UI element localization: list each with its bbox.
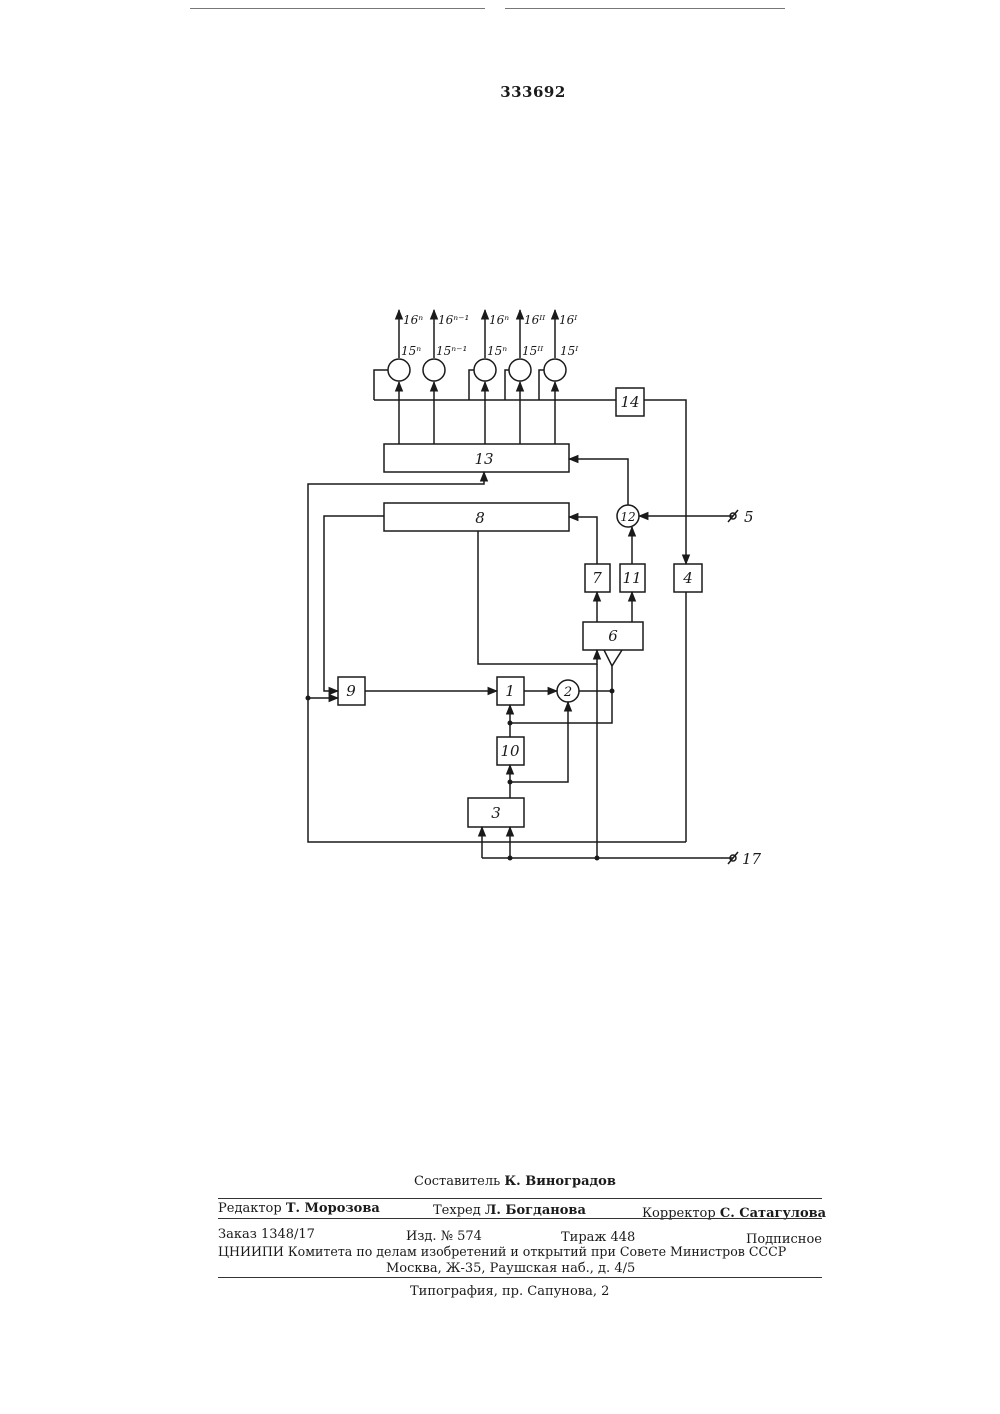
block-label-6: 6 <box>608 627 618 645</box>
output-label-2: 16ⁿ⁻¹ <box>438 313 469 327</box>
editor-role: Редактор <box>218 1201 282 1216</box>
output-label-1: 16ⁿ <box>403 313 423 327</box>
wire-2-6-b <box>604 650 612 666</box>
element-label-4: 15ᴵᴵ <box>522 344 544 358</box>
techred-line: Техред Л. Богданова <box>433 1203 586 1218</box>
block-label-10: 10 <box>500 742 520 760</box>
wire-12-13 <box>569 459 628 505</box>
output-label-4: 16ᴵᴵ <box>524 313 546 327</box>
terminal-label-17: 17 <box>742 850 762 868</box>
element-label-5: 15ᴵ <box>560 344 579 358</box>
element-15-i <box>544 359 566 381</box>
techred-name: Л. Богданова <box>485 1203 586 1218</box>
wire-7-8 <box>569 517 597 564</box>
compiler-role: Составитель <box>414 1174 500 1189</box>
institute: ЦНИИПИ Комитета по делам изобретений и о… <box>218 1244 786 1259</box>
element-label-3: 15ⁿ <box>487 344 507 358</box>
block-label-7: 7 <box>592 569 602 587</box>
element-15-n <box>388 359 410 381</box>
edition: Изд. № 574 <box>406 1229 482 1244</box>
compiler-name: К. Виноградов <box>504 1174 616 1189</box>
block-label-1: 1 <box>505 682 515 700</box>
block-diagram: 14 13 8 12 7 11 4 6 9 1 2 10 3 16ⁿ 16ⁿ⁻¹… <box>0 0 1000 1000</box>
techred-role: Техред <box>433 1203 481 1218</box>
block-label-9: 9 <box>346 682 356 700</box>
element-15-ii <box>509 359 531 381</box>
imprint-rule-1 <box>218 1198 822 1199</box>
address: Москва, Ж-35, Раушская наб., д. 4/5 <box>386 1261 635 1276</box>
output-label-5: 16ᴵ <box>559 313 578 327</box>
block-label-4: 4 <box>682 569 693 587</box>
bus-14-tap-2 <box>469 370 474 400</box>
block-label-2: 2 <box>563 685 572 700</box>
block-label-3: 3 <box>491 804 501 822</box>
output-label-3: 16ⁿ <box>489 313 509 327</box>
element-label-2: 15ⁿ⁻¹ <box>436 344 467 358</box>
wire-8-9 <box>324 516 384 691</box>
bus-14-tap-3 <box>505 370 509 400</box>
element-15-n-1 <box>423 359 445 381</box>
block-label-14: 14 <box>620 393 639 411</box>
wire-2-6 <box>579 650 622 691</box>
imprint-rule-2 <box>218 1218 822 1219</box>
editor-name: Т. Морозова <box>286 1201 380 1216</box>
printing-house: Типография, пр. Сапунова, 2 <box>410 1284 609 1299</box>
order: Заказ 1348/17 <box>218 1227 315 1242</box>
wire-8-6 <box>478 531 597 664</box>
block-label-12: 12 <box>620 510 635 524</box>
editor-line: Редактор Т. Морозова <box>218 1201 380 1216</box>
bus-14-tap-4 <box>539 370 544 400</box>
block-label-13: 13 <box>474 450 493 468</box>
print-run: Тираж 448 <box>561 1230 635 1245</box>
wire-14-4 <box>644 400 686 564</box>
element-15-n-b <box>474 359 496 381</box>
block-label-8: 8 <box>475 509 485 527</box>
element-label-1: 15ⁿ <box>401 344 421 358</box>
terminal-label-5: 5 <box>744 508 754 526</box>
block-label-11: 11 <box>622 569 641 587</box>
bus-14-left <box>374 370 388 400</box>
imprint-rule-3 <box>218 1277 822 1278</box>
compiler-line: Составитель К. Виноградов <box>414 1174 616 1189</box>
